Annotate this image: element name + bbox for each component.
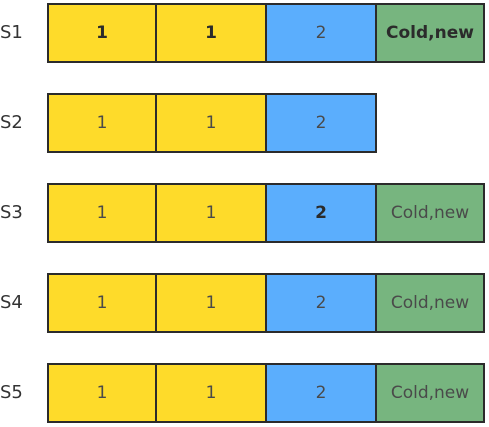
cell-yellow: 1 xyxy=(155,93,267,153)
cell-green: Cold,new xyxy=(375,183,485,243)
cell-strip: 1 1 2 Cold,new xyxy=(47,183,485,243)
cell-blue: 2 xyxy=(265,3,377,63)
cell-green: Cold,new xyxy=(375,3,485,63)
row-s3: S3 1 1 2 Cold,new xyxy=(0,183,489,243)
cell-yellow: 1 xyxy=(47,3,157,63)
cell-blue: 2 xyxy=(265,363,377,423)
cell-green: Cold,new xyxy=(375,363,485,423)
cell-yellow: 1 xyxy=(47,363,157,423)
cell-green: Cold,new xyxy=(375,273,485,333)
cell-blue: 2 xyxy=(265,273,377,333)
cell-yellow: 1 xyxy=(47,273,157,333)
cell-strip: 1 1 2 Cold,new xyxy=(47,3,485,63)
row-label: S3 xyxy=(0,202,23,223)
row-label: S1 xyxy=(0,22,23,43)
cell-yellow: 1 xyxy=(155,183,267,243)
row-s2: S2 1 1 2 xyxy=(0,93,489,153)
row-s5: S5 1 1 2 Cold,new xyxy=(0,363,489,423)
row-label: S5 xyxy=(0,382,23,403)
cell-yellow: 1 xyxy=(155,363,267,423)
cell-yellow: 1 xyxy=(47,93,157,153)
row-s1: S1 1 1 2 Cold,new xyxy=(0,3,489,63)
cell-blue: 2 xyxy=(265,183,377,243)
cell-strip: 1 1 2 xyxy=(47,93,377,153)
cell-strip: 1 1 2 Cold,new xyxy=(47,273,485,333)
row-s4: S4 1 1 2 Cold,new xyxy=(0,273,489,333)
row-label: S2 xyxy=(0,112,23,133)
cell-blue: 2 xyxy=(265,93,377,153)
cell-yellow: 1 xyxy=(155,3,267,63)
cell-strip: 1 1 2 Cold,new xyxy=(47,363,485,423)
row-label: S4 xyxy=(0,292,23,313)
cell-yellow: 1 xyxy=(155,273,267,333)
cell-yellow: 1 xyxy=(47,183,157,243)
